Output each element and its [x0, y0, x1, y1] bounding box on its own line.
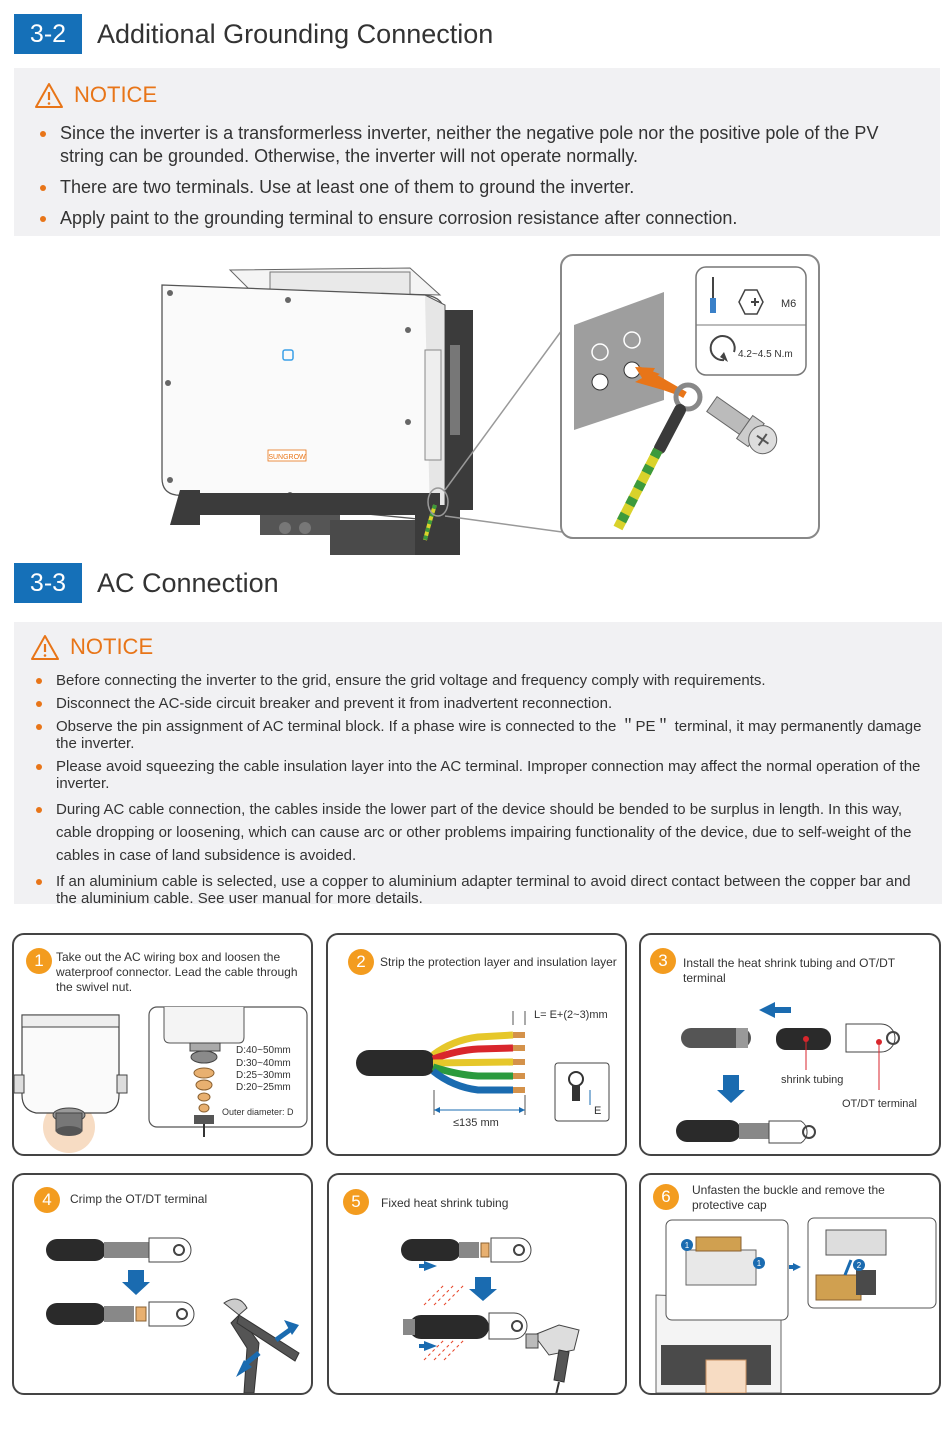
callout-number: 1 [685, 1241, 690, 1250]
section-title: AC Connection [97, 567, 279, 598]
tubing-label: shrink tubing [781, 1074, 844, 1086]
section-number: 3-3 [14, 563, 82, 603]
crimp-illustration [46, 1237, 300, 1393]
heat-shrink-illustration [676, 1002, 900, 1144]
brand-label: SUNGROW [268, 454, 306, 461]
notice-list: Since the inverter is a transformerless … [34, 122, 920, 230]
notice-box-grounding: NOTICE Since the inverter is a transform… [14, 68, 940, 236]
notice-box-ac: NOTICE Before connecting the inverter to… [14, 622, 942, 907]
step-number: 6 [653, 1184, 679, 1210]
seal-label: D:40~50mm [236, 1045, 291, 1056]
outer-diameter-label: Outer diameter: D [222, 1107, 294, 1117]
protective-cap-illustration: 1 1 2 [655, 1217, 937, 1393]
seal-label: D:20~25mm [236, 1082, 291, 1093]
section-number: 3-2 [14, 14, 82, 54]
heat-gun-illustration [401, 1237, 580, 1393]
grounding-figure: SUNGROW [161, 254, 820, 555]
step-text: Fixed heat shrink tubing [381, 1196, 509, 1210]
section-header-ac: 3-3 AC Connection [14, 563, 279, 603]
step-card-4: 4 Crimp the OT/DT terminal [12, 1173, 313, 1395]
sheath-length-label: ≤135 mm [453, 1117, 499, 1129]
step-text: Unfasten the buckle and remove the prote… [692, 1183, 885, 1212]
notice-header: NOTICE [34, 76, 920, 114]
step-text: Strip the protection layer and insulatio… [380, 955, 617, 969]
warning-icon [31, 634, 59, 660]
notice-title: NOTICE [74, 82, 158, 107]
step-card-2: 2 Strip the protection layer and insulat… [326, 933, 627, 1156]
step-number: 4 [34, 1187, 60, 1213]
step-text: Take out the AC wiring box and loosen th… [56, 950, 298, 994]
seal-label: D:25~30mm [236, 1070, 291, 1081]
notice-title: NOTICE [70, 634, 154, 659]
step-number: 2 [348, 949, 374, 975]
step-number: 1 [26, 948, 52, 974]
e-dimension-label: E [594, 1105, 602, 1117]
wiring-box-illustration [14, 1006, 308, 1153]
notice-item: There are two terminals. Use at least on… [34, 176, 920, 199]
terminal-label: OT/DT terminal [842, 1098, 917, 1110]
section-header-grounding: 3-2 Additional Grounding Connection [14, 14, 493, 54]
inverter-illustration: SUNGROW [161, 267, 563, 555]
notice-item: Before connecting the inverter to the gr… [30, 672, 932, 689]
step-number: 5 [343, 1189, 369, 1215]
step-card-5: 5 Fixed heat shrink tubing [327, 1173, 627, 1395]
notice-list: Before connecting the inverter to the gr… [30, 672, 932, 907]
grounding-detail-view: M6 4.2~4.5 N.m [560, 254, 820, 539]
strip-length-label: L= E+(2~3)mm [534, 1009, 608, 1021]
step-text: Crimp the OT/DT terminal [70, 1192, 208, 1206]
warning-icon [35, 82, 63, 108]
cable-strip-illustration [356, 1011, 610, 1122]
seal-label: D:30~40mm [236, 1058, 291, 1069]
step-text: Install the heat shrink tubing and OT/DT… [683, 956, 895, 985]
step-card-3: 3 Install the heat shrink tubing and OT/… [639, 933, 941, 1156]
notice-header: NOTICE [30, 628, 932, 666]
callout-number: 2 [857, 1261, 862, 1270]
notice-item: If an aluminium cable is selected, use a… [30, 873, 932, 907]
step-card-6: 6 Unfasten the buckle and remove the pro… [639, 1173, 941, 1395]
notice-item: Disconnect the AC-side circuit breaker a… [30, 695, 932, 712]
notice-item: During AC cable connection, the cables i… [30, 798, 932, 867]
section-title: Additional Grounding Connection [97, 18, 494, 49]
step-card-1: 1 Take out the AC wiring box and loosen … [12, 933, 313, 1156]
notice-item: Observe the pin assignment of AC termina… [30, 718, 932, 752]
callout-number: 1 [757, 1259, 762, 1268]
step-number: 3 [650, 948, 676, 974]
bolt-size-label: M6 [781, 298, 796, 310]
notice-item: Since the inverter is a transformerless … [34, 122, 920, 168]
notice-item: Please avoid squeezing the cable insulat… [30, 758, 932, 792]
notice-item: Apply paint to the grounding terminal to… [34, 207, 920, 230]
torque-label: 4.2~4.5 N.m [738, 349, 793, 360]
